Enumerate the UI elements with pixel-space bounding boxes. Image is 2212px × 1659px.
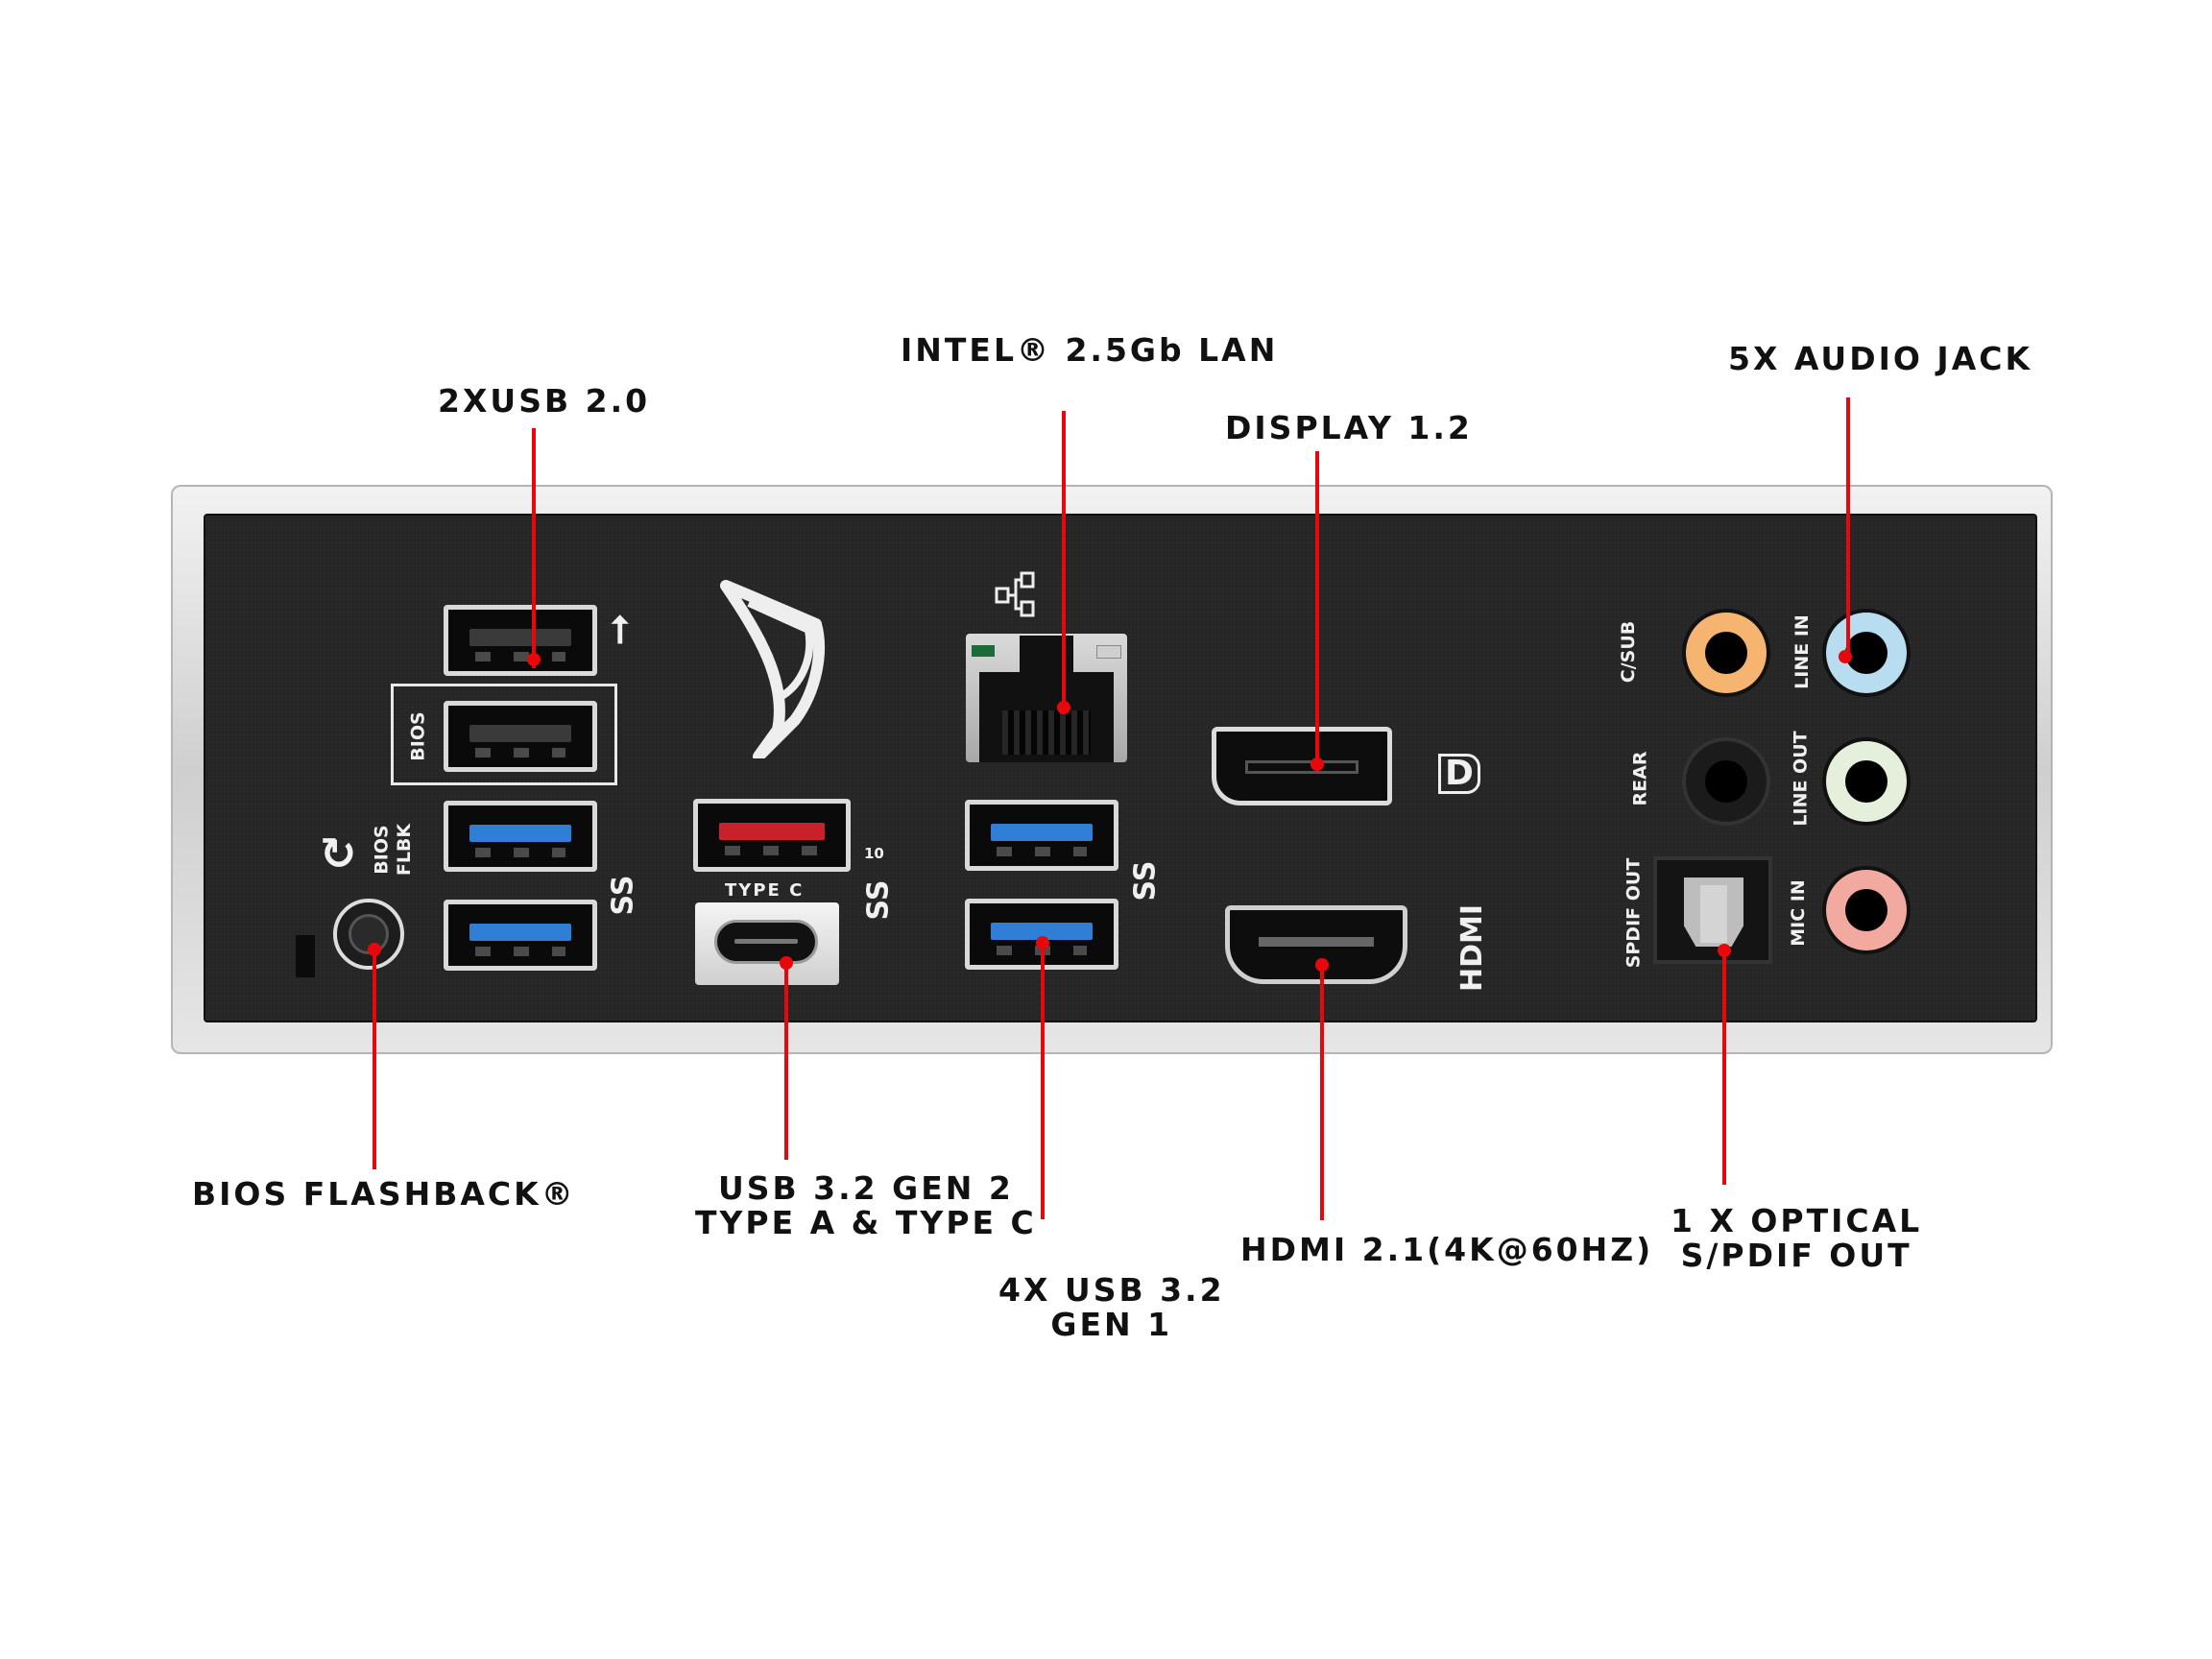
callout-usb-gen1: 4X USB 3.2 GEN 1 (998, 1273, 1225, 1342)
hdmi-port (1225, 905, 1407, 984)
leader-usb-gen1 (1041, 943, 1045, 1219)
bios-usb-box (391, 684, 617, 785)
superspeed-10-label: 10 (864, 845, 884, 862)
leader-dot-hdmi (1315, 958, 1329, 972)
usb3-port-right-1 (965, 800, 1118, 871)
usb-type-c-port (695, 902, 839, 985)
usb2-port-top (444, 605, 597, 676)
rj45-lan-port (966, 634, 1127, 762)
superspeed-logo-left: SS (606, 875, 640, 916)
rear-jack (1682, 737, 1770, 826)
line-out-label: LINE OUT (1790, 731, 1812, 827)
displayport-port (1212, 727, 1392, 805)
line-in-jack (1822, 609, 1911, 697)
flashback-arrows-icon: ↻ (320, 828, 357, 879)
leader-dot-optical (1718, 944, 1731, 957)
bios-flashback-button[interactable] (333, 899, 404, 970)
leader-optical (1722, 950, 1726, 1185)
rear-label: REAR (1629, 751, 1651, 806)
bios-flbk-label-1: BIOS (371, 825, 393, 875)
line-in-label: LINE IN (1791, 614, 1813, 689)
callout-lan: INTEL® 2.5Gb LAN (901, 331, 1279, 369)
callout-usb-gen1-line2: GEN 1 (1050, 1306, 1173, 1343)
optical-spdif-port (1653, 856, 1772, 964)
leader-hdmi (1320, 965, 1324, 1220)
usb2-port-bios (444, 701, 597, 772)
clear-cmos-slot (296, 935, 315, 977)
callout-usb-gen2-line1: USB 3.2 GEN 2 (717, 1169, 1014, 1207)
leader-dot-usb20 (527, 653, 541, 666)
c-sub-label: C/SUB (1618, 620, 1640, 684)
leader-dot-display (1310, 757, 1324, 771)
leader-usb20 (532, 428, 536, 668)
leader-bios-flashback (373, 949, 376, 1169)
callout-optical-line1: 1 X OPTICAL (1671, 1202, 1923, 1239)
usb-gen2-type-a-port (693, 799, 851, 872)
callout-usb20: 2XUSB 2.0 (438, 382, 651, 420)
leader-audio (1846, 397, 1850, 657)
type-c-silkscreen: TYPE C (725, 880, 805, 901)
line-out-jack (1822, 737, 1911, 826)
callout-usb-gen1-line1: 4X USB 3.2 (998, 1271, 1225, 1309)
usb-icon: ⭡ (611, 609, 629, 653)
leader-dot-lan (1057, 701, 1070, 714)
mic-in-label: MIC IN (1787, 879, 1809, 947)
leader-dot-usb-gen1 (1036, 936, 1049, 950)
hdmi-logo: HDMI (1455, 903, 1490, 993)
bios-box-label: BIOS (407, 711, 429, 761)
callout-display: DISPLAY 1.2 (1225, 409, 1473, 446)
leader-lan (1062, 411, 1066, 709)
c-sub-jack (1682, 609, 1770, 697)
leader-usb-gen2 (784, 963, 788, 1160)
usb3-port-left-2 (444, 900, 597, 971)
leader-dot-audio (1839, 650, 1852, 663)
callout-optical: 1 X OPTICAL S/PDIF OUT (1671, 1204, 1922, 1273)
leader-dot-usb-gen2 (780, 956, 793, 970)
superspeed-logo-right: SS (1128, 860, 1163, 902)
displayport-logo: D (1438, 754, 1480, 794)
callout-hdmi: HDMI 2.1(4K@60HZ) (1240, 1231, 1654, 1268)
callout-usb-gen2: USB 3.2 GEN 2 TYPE A & TYPE C (695, 1171, 1037, 1240)
superspeed-logo-gen2: SS (861, 879, 896, 921)
callout-optical-line2: S/PDIF OUT (1680, 1237, 1912, 1274)
rog-logo (720, 580, 826, 758)
callout-audio: 5X AUDIO JACK (1728, 340, 2033, 377)
callout-bios-flashback: BIOS FLASHBACK® (192, 1175, 576, 1213)
network-icon (995, 571, 1035, 617)
leader-dot-bios-flashback (368, 943, 381, 956)
spdif-out-label: SPDIF OUT (1623, 857, 1645, 969)
callout-usb-gen2-line2: TYPE A & TYPE C (695, 1204, 1037, 1241)
usb3-port-left-1 (444, 801, 597, 872)
mic-in-jack (1822, 866, 1911, 954)
leader-display (1315, 451, 1319, 768)
bios-flbk-label-2: FLBK (394, 823, 416, 877)
